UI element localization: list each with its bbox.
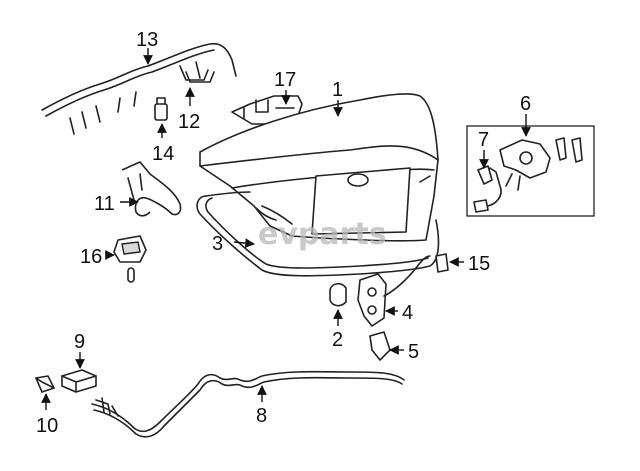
- watermark-logo: evparts: [258, 217, 387, 252]
- part-5-striker-cover: [369, 331, 391, 361]
- callout-2: 2: [332, 329, 343, 351]
- callout-5: 5: [408, 341, 419, 363]
- callout-15: 15: [468, 253, 490, 275]
- part-13-harness: [41, 42, 237, 135]
- part-11-hinge: [121, 161, 182, 217]
- leader-lines: [41, 48, 531, 410]
- callout-7: 7: [478, 129, 489, 151]
- part-10-clip: [35, 375, 55, 393]
- callout-8: 8: [256, 405, 267, 427]
- part-8-release-cable: [91, 370, 405, 438]
- part-4-latch: [357, 255, 431, 327]
- callout-3: 3: [212, 233, 223, 255]
- part-12-harness-clamp: [185, 71, 215, 83]
- callout-9: 9: [74, 331, 85, 353]
- part-6-lock-cylinder-set: [466, 125, 595, 217]
- part-3-weatherstrip: [196, 191, 440, 277]
- callout-14: 14: [152, 143, 174, 165]
- callout-17: 17: [274, 69, 296, 91]
- callout-10: 10: [36, 415, 58, 437]
- part-9-clamp: [61, 369, 97, 393]
- part-2-stopper: [329, 282, 347, 307]
- callout-4: 4: [402, 302, 413, 324]
- callout-6: 6: [520, 93, 531, 115]
- callout-13: 13: [136, 29, 158, 51]
- part-1-trunk-lid: [199, 93, 439, 242]
- callout-11: 11: [94, 193, 115, 215]
- part-16-bumper: [113, 235, 147, 283]
- callout-12: 12: [178, 111, 200, 133]
- part-15-clip: [435, 253, 449, 273]
- callout-16: 16: [80, 246, 102, 268]
- part-14-clip: [154, 97, 168, 121]
- callout-1: 1: [332, 79, 343, 101]
